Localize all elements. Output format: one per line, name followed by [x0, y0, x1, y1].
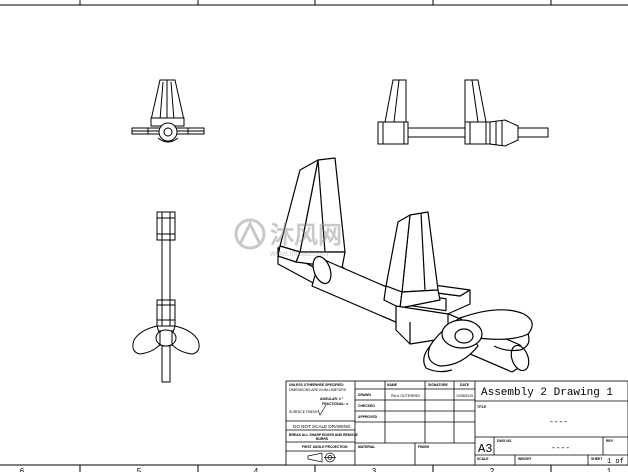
drawn-date: 10/08/2019: [456, 394, 473, 398]
title-label: TITLE: [477, 405, 487, 409]
row-drawn: DRAWN: [358, 393, 371, 397]
angular-tolerance: ANGULAR: ± °: [320, 397, 344, 401]
top-view: [132, 211, 200, 383]
surface-finish-label: SURFACE FINISH:: [289, 410, 318, 414]
row-material: MATERIAL: [358, 445, 375, 449]
do-not-scale: DO NOT SCALE DRAWING: [293, 424, 351, 429]
isometric-view: [277, 157, 533, 373]
dwg-no-value: ----: [551, 444, 570, 453]
weight-label: WEIGHT: [518, 457, 532, 461]
watermark-logo-icon: [234, 218, 266, 250]
row-approved: APPROVED: [358, 415, 378, 419]
sheet-label: SHEET: [591, 457, 603, 461]
drawn-name: PAUL GUTIERREZ: [391, 394, 420, 398]
zone-label: 4: [254, 467, 259, 472]
title-value: ----: [549, 418, 568, 427]
drawing-title: Assembly 2 Drawing 1: [481, 387, 613, 399]
tolerance-sub: DIMENSIONS ARE IN MILLIMETERS: [289, 388, 347, 392]
front-view: [131, 79, 205, 143]
break-edges-line2: BURRS: [316, 437, 329, 441]
title-block: UNLESS OTHERWISE SPECIFIED: DIMENSIONS A…: [285, 380, 628, 466]
rev-label: REV: [606, 439, 614, 443]
sheet-value: 1 of 1: [607, 458, 628, 466]
first-angle-label: FIRST ANGLE PROJECTION: [302, 445, 348, 449]
sheet-size: A3: [478, 442, 492, 456]
scale-label: SCALE: [477, 457, 489, 461]
tolerance-header: UNLESS OTHERWISE SPECIFIED:: [289, 383, 344, 387]
row-finish: FINISH: [418, 445, 430, 449]
dwg-no-label: DWG NO.: [497, 439, 512, 443]
zone-label: 2: [490, 467, 495, 472]
col-date: DATE: [460, 383, 470, 387]
side-view: [377, 79, 549, 147]
zone-label: 5: [137, 467, 142, 472]
watermark: 沐风网 www.mfcad.com: [234, 218, 342, 258]
zone-label: 6: [20, 467, 25, 472]
surface-finish-icon: [317, 404, 327, 416]
col-name: NAME: [387, 383, 398, 387]
watermark-en-text: www.mfcad.com: [269, 249, 329, 258]
watermark-cn-text: 沐风网: [270, 221, 342, 249]
zone-label: 3: [372, 467, 377, 472]
break-edges-line1: BREAK ALL SHARP EDGES AND REMOVE: [289, 433, 359, 437]
first-angle-projection-icon: [307, 452, 336, 463]
col-signature: SIGNATURE: [428, 383, 448, 387]
row-checked: CHECKED: [358, 404, 375, 408]
zone-label: 1: [607, 467, 612, 472]
zone-labels-bottom: 6 5 4 3 2 1: [20, 467, 612, 472]
fractional-tolerance: FRACTIONAL: ±: [322, 402, 348, 406]
